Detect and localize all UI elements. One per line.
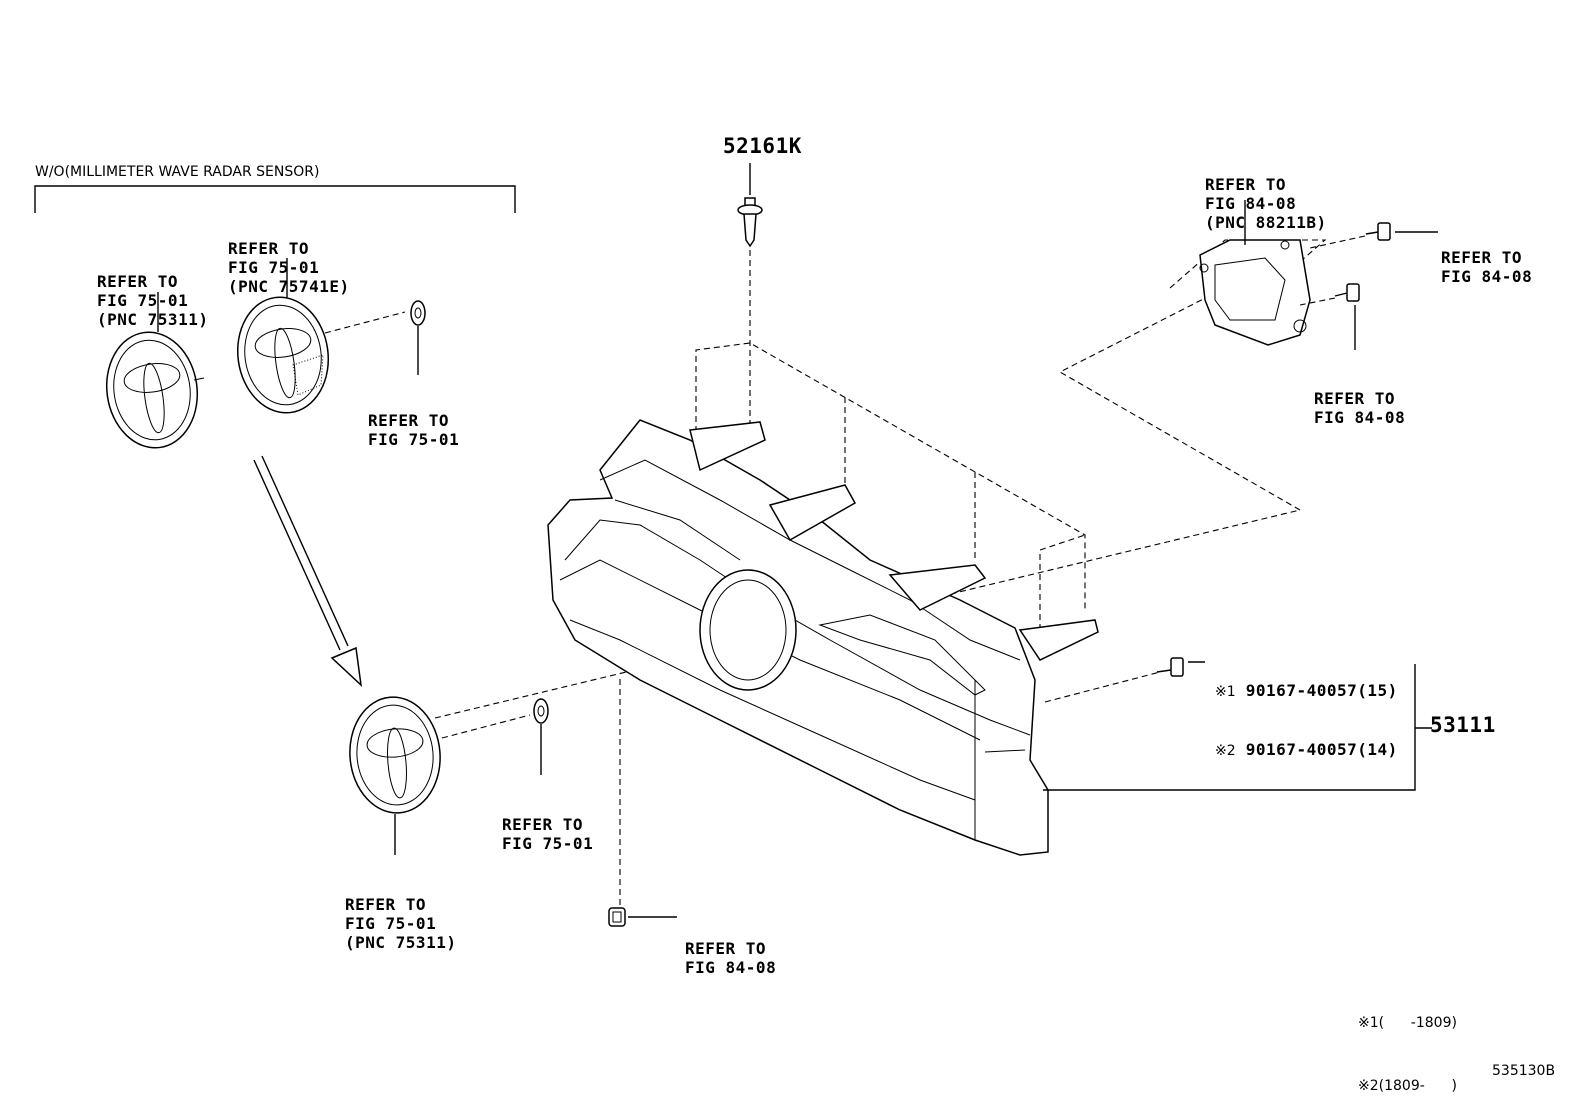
- dashed-line: [324, 311, 406, 334]
- part-number-grille: 53111: [1430, 713, 1496, 737]
- toyota-emblem-icon: [236, 296, 330, 414]
- toyota-emblem-icon: [349, 696, 441, 814]
- screw-mark-1: ※1: [1215, 684, 1236, 700]
- figure-code: 535130B: [1492, 1063, 1556, 1079]
- grille-icon: [547, 419, 1099, 856]
- group-label: W/O(MILLIMETER WAVE RADAR SENSOR): [35, 164, 320, 180]
- footnote-mark-1: ※1: [1358, 1015, 1379, 1031]
- bolt-icon: [1334, 283, 1360, 302]
- nut-icon: [410, 300, 426, 326]
- screw-mark-2: ※2: [1215, 743, 1236, 759]
- part-number-clip: 52161K: [723, 134, 802, 158]
- screw-part-2: 90167-40057(14): [1245, 740, 1398, 759]
- push-clip-icon: [737, 197, 763, 248]
- footnote-range-2: (1809- ): [1378, 1078, 1457, 1094]
- bolt-icon: [1365, 222, 1391, 241]
- toyota-emblem-icon: [105, 331, 205, 449]
- dashed-line: [1299, 297, 1336, 306]
- footnote-mark-2: ※2: [1358, 1078, 1379, 1094]
- arrow-icon: [253, 455, 363, 687]
- bolt-icon: [1156, 657, 1184, 677]
- footnotes: ※1( -1809) ※2(1809- ): [1358, 971, 1457, 1118]
- dashed-line: [441, 714, 531, 739]
- screw-callout: ※1 90167-40057(15) ※2 90167-40057(14): [1215, 643, 1398, 780]
- nut-icon: [533, 698, 549, 724]
- footnote-range-1: ( -1809): [1378, 1015, 1457, 1031]
- nut-icon: [608, 907, 626, 927]
- screw-part-1: 90167-40057(15): [1245, 681, 1398, 700]
- leader-line: [1043, 664, 1416, 791]
- alignment-frame: [619, 287, 1301, 905]
- group-bracket: [34, 185, 516, 213]
- radar-sensor-icon: [1169, 239, 1327, 346]
